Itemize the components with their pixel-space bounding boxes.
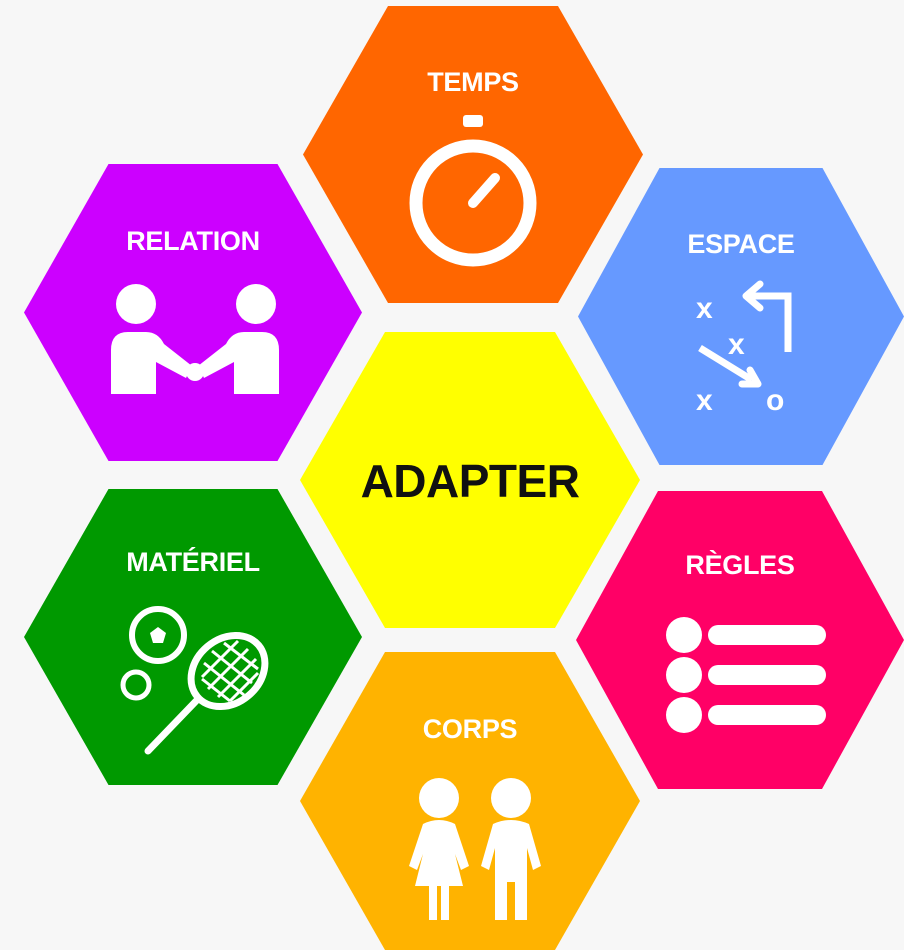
handshake-icon [111,284,279,394]
hex-relation: RELATION [24,164,362,461]
hex-regles-label: RÈGLES [685,550,795,580]
hex-espace-label: ESPACE [687,229,795,259]
svg-text:x: x [696,292,713,325]
hex-regles: RÈGLES [576,491,904,789]
hex-materiel: MATÉRIEL [24,489,362,785]
hex-materiel-label: MATÉRIEL [126,547,260,577]
hex-relation-label: RELATION [126,226,260,256]
center-label: ADAPTER [360,455,580,507]
hex-corps: CORPS [300,652,640,950]
hex-adapter-center: ADAPTER [300,332,640,628]
list-icon [666,617,826,733]
svg-text:x: x [696,384,713,416]
hex-temps: TEMPS [303,6,643,303]
children-icon [409,778,541,920]
svg-text:x: x [728,328,745,361]
hex-espace: ESPACE x x x o [578,168,904,465]
hex-corps-label: CORPS [422,714,518,744]
hex-temps-label: TEMPS [427,67,519,97]
svg-text:o: o [766,384,784,416]
stopwatch-icon [409,115,537,267]
sports-equipment-icon [120,606,269,755]
tactics-diagram-icon: x x x o [696,280,792,416]
